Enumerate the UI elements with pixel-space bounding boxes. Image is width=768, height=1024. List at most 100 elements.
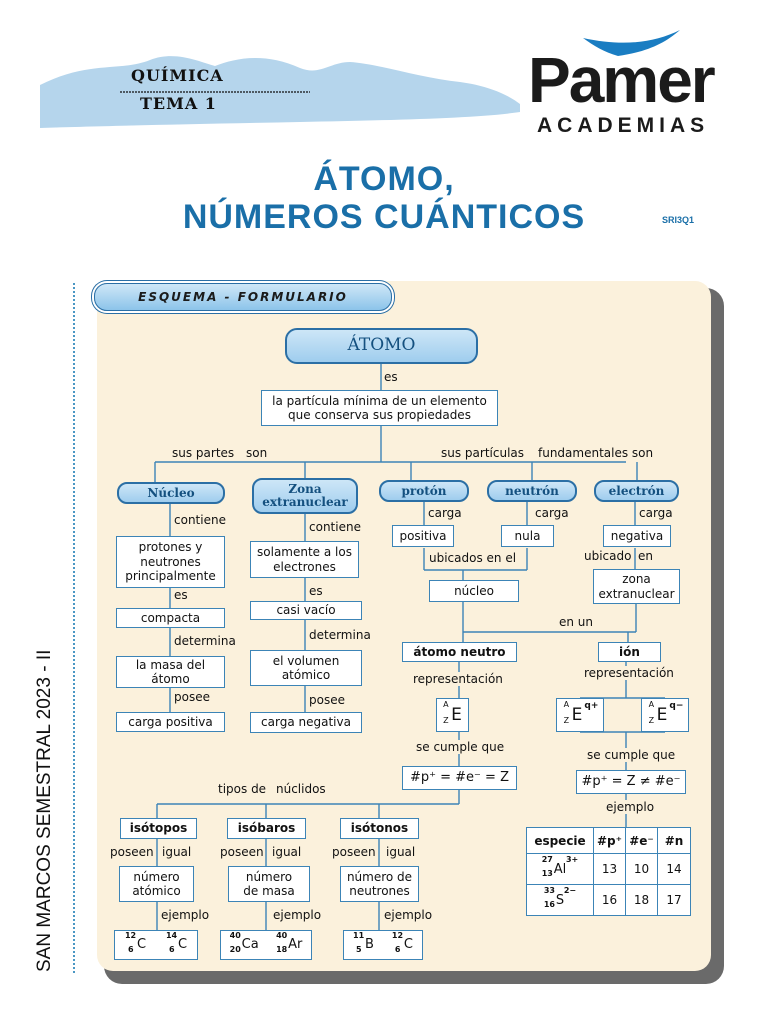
neutron-node: neutrón xyxy=(487,480,577,502)
isotopes-equal-label: igual xyxy=(162,845,192,859)
table-cell: 17 xyxy=(657,884,691,916)
zone-is-label: es xyxy=(309,584,323,598)
nuclide-types-label-a: tipos de xyxy=(216,782,269,796)
anion-mass-symbol: A xyxy=(648,699,655,709)
nuclide-atomic: 5 xyxy=(356,945,362,955)
species-s: 33 16 S 2− xyxy=(544,886,576,909)
nucleus-has-label: posee xyxy=(174,690,210,704)
nuclide-symbol: C xyxy=(136,937,147,953)
definition-line2: que conserva sus propiedades xyxy=(288,408,471,422)
table-header-cell: #e⁻ xyxy=(625,827,658,854)
nucleus-node: Núcleo xyxy=(117,482,225,504)
mass-number-line1: número xyxy=(245,869,293,884)
table-header-cell: #p⁺ xyxy=(593,827,626,854)
nuclide-ca40: 40 20 Ca xyxy=(229,931,259,955)
null-box: nula xyxy=(501,525,554,547)
brand-logo-sub: ACADEMIAS xyxy=(537,114,710,137)
table-header-cell: #n xyxy=(657,827,691,854)
species-mass: 27 xyxy=(541,854,553,864)
isotopes-example-label: ejemplo xyxy=(161,908,210,922)
volume-box: el volumen atómico xyxy=(250,650,362,686)
cation-mass-symbol: A xyxy=(563,699,570,709)
isotones-example-box: 11 5 B 12 6 C xyxy=(343,930,423,960)
in-label: en xyxy=(638,549,653,563)
isotones-example-label: ejemplo xyxy=(384,908,433,922)
extranuclear-zone-node: Zona extranuclear xyxy=(252,478,358,514)
nucleus-content-line1: protones y xyxy=(138,540,203,555)
isobars-box: isóbaros xyxy=(227,818,306,839)
species-al: 27 13 Al 3+ xyxy=(541,855,579,878)
volume-line2: atómico xyxy=(281,668,331,682)
ion-condition-label: se cumple que xyxy=(587,748,676,762)
nuclide-mass: 40 xyxy=(229,931,241,941)
nuclide-atomic: 20 xyxy=(229,945,241,955)
isobars-example-box: 40 20 Ca 40 18 Ar xyxy=(220,930,312,960)
nuclide-symbol: B xyxy=(365,937,374,953)
atomic-number-line2: atómico xyxy=(132,884,181,898)
nucleus-determines-label: determina xyxy=(174,634,236,648)
anion-charge: q− xyxy=(669,700,684,711)
subject-label: QUÍMICA xyxy=(131,66,224,85)
compact-box: compacta xyxy=(116,608,225,628)
nuclide-symbol: Ar xyxy=(288,937,303,953)
scheme-tab: ESQUEMA - FORMULARIO xyxy=(94,283,392,311)
mass-line2: átomo xyxy=(151,672,190,686)
nuclide-atomic: 6 xyxy=(127,945,134,955)
anion-element-symbol: E xyxy=(656,704,668,725)
neutral-formula-box: #p⁺ = #e⁻ = Z xyxy=(402,766,517,790)
logo-swoosh xyxy=(583,30,680,56)
nuclide-ar40: 40 18 Ar xyxy=(276,931,303,955)
proton-node: protón xyxy=(379,480,469,502)
species-atomic: 13 xyxy=(541,868,553,878)
isotopes-box: isótopos xyxy=(120,818,197,839)
anion-atomic-symbol: Z xyxy=(648,715,655,725)
mass-number-line2: de masa xyxy=(243,884,295,898)
cation-charge: q+ xyxy=(584,700,599,711)
zone-content-box: solamente a los electrones xyxy=(250,541,359,578)
mass-number-box: número de masa xyxy=(228,866,310,902)
species-table: especie #p⁺ #e⁻ #n 27 13 Al 3+ 13 10 14 … xyxy=(526,827,691,916)
ion-example-label: ejemplo xyxy=(606,800,655,814)
proton-charge-label: carga xyxy=(428,506,462,520)
electron-charge-label: carga xyxy=(639,506,673,520)
nuclide-c12-b: 12 6 C xyxy=(392,931,413,954)
extranuclear-location-box: zona extranuclear xyxy=(593,569,680,604)
located-label: ubicado xyxy=(584,549,632,563)
atomic-number-box: número atómico xyxy=(119,866,194,902)
nucleus-contains-label: contiene xyxy=(174,513,226,527)
species-mass: 33 xyxy=(543,885,555,895)
atomic-number-symbol: Z xyxy=(443,715,449,725)
nucleus-content-box: protones y neutrones principalmente xyxy=(116,536,225,588)
species-charge: 2− xyxy=(563,885,577,895)
nucleus-content-line2: neutrones xyxy=(140,554,201,569)
element-symbol: E xyxy=(451,704,462,725)
nuclide-atomic: 6 xyxy=(168,945,175,955)
nuclide-atomic: 18 xyxy=(276,945,288,955)
nuclide-types-label-b: núclidos xyxy=(274,782,328,796)
neutral-condition-label: se cumple que xyxy=(416,740,505,754)
isobars-equal-label: igual xyxy=(272,845,302,859)
zone-contains-label: contiene xyxy=(309,520,361,534)
positive-charge-box: carga positiva xyxy=(116,712,225,732)
cation-atomic-symbol: Z xyxy=(563,715,570,725)
cation-element-symbol: E xyxy=(571,704,583,725)
species-symbol: S xyxy=(555,892,565,908)
parts-link-b: son xyxy=(244,446,270,460)
located-in-label: ubicados en el xyxy=(428,551,518,565)
header-wave-graphic xyxy=(40,30,680,128)
parts-link-a: sus partes xyxy=(170,446,237,460)
zone-content-line2: electrones xyxy=(273,559,336,574)
ion-formula-box: #p⁺ = Z ≠ #e⁻ xyxy=(576,770,686,794)
almost-empty-box: casi vacío xyxy=(250,601,362,620)
definition-box: la partícula mínima de un elemento que c… xyxy=(261,390,498,426)
particles-link-a: sus partículas xyxy=(439,446,527,460)
extranuclear-location-line1: zona xyxy=(622,572,651,587)
page-title-line2: NÚMEROS CUÁNTICOS xyxy=(182,198,586,236)
table-cell: 16 xyxy=(593,884,626,916)
nuclide-mass: 40 xyxy=(276,931,288,941)
neutron-number-box: número de neutrones xyxy=(340,866,419,902)
ion-representation-label: representación xyxy=(584,666,674,680)
zone-label-line2: extranuclear xyxy=(262,495,348,509)
nuclide-symbol: C xyxy=(177,937,188,953)
brand-logo-name: Pamer xyxy=(528,44,716,116)
